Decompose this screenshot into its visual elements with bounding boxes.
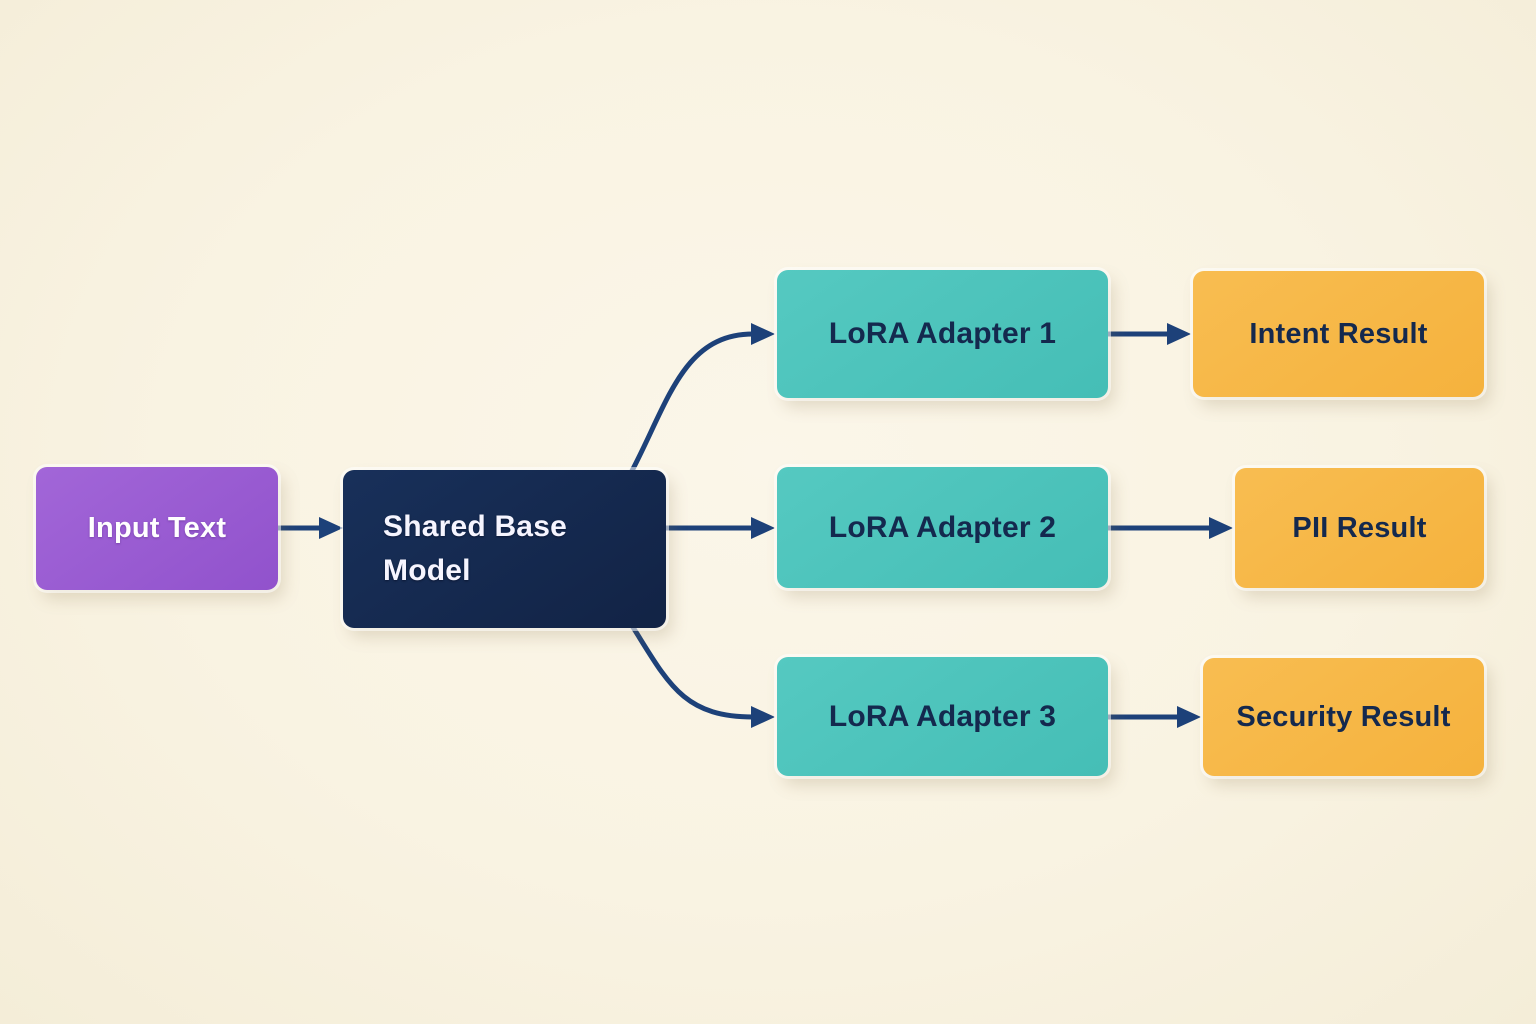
- node-lora-adapter-3-label: LoRA Adapter 3: [828, 699, 1057, 733]
- node-intent-result-label: Intent Result: [1249, 317, 1428, 350]
- node-shared-base-model: Shared Base Model: [343, 470, 666, 628]
- node-security-result-label: Security Result: [1236, 700, 1451, 733]
- node-pii-result-label: PII Result: [1292, 511, 1427, 544]
- node-security-result: Security Result: [1203, 658, 1484, 776]
- node-lora-adapter-3: LoRA Adapter 3: [777, 657, 1108, 776]
- node-lora-adapter-2: LoRA Adapter 2: [777, 467, 1108, 588]
- node-lora-adapter-1-label: LoRA Adapter 1: [828, 317, 1057, 350]
- node-lora-adapter-2-label: LoRA Adapter 2: [828, 510, 1057, 544]
- node-lora-adapter-1: LoRA Adapter 1: [777, 270, 1108, 398]
- node-input-text-label: Input Text: [87, 512, 227, 544]
- node-intent-result: Intent Result: [1193, 271, 1484, 397]
- node-shared-base-model-label: Shared Base Model: [383, 510, 567, 587]
- node-input-text: Input Text: [36, 467, 278, 590]
- node-pii-result: PII Result: [1235, 468, 1484, 588]
